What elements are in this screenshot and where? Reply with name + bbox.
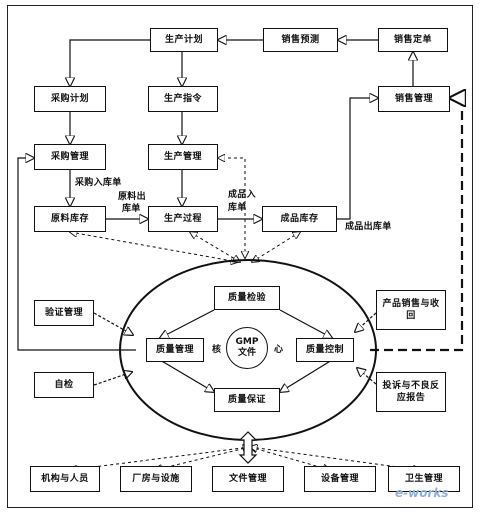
node-self-inspection: 自检 [34, 372, 94, 398]
label-raw-out-2: 库单 [122, 204, 141, 214]
node-quality-assurance: 质量保证 [214, 388, 280, 412]
node-complaint-report: 投诉与不良反应报告 [376, 372, 446, 412]
node-doc-mgmt: 文件管理 [212, 466, 284, 492]
label-finished-out: 成品出库单 [345, 222, 392, 232]
edge-selfcheck [93, 372, 132, 386]
node-product-recall: 产品销售与收回 [376, 290, 446, 330]
node-production-order: 生产指令 [148, 86, 218, 112]
node-plant-facilities: 厂房与设施 [120, 466, 192, 492]
node-validation-mgmt: 验证管理 [34, 300, 94, 326]
gmp-doc-label: 文件 [237, 348, 256, 358]
edge-plan-to-purchaseplan [70, 39, 150, 86]
node-sales-forecast: 销售预测 [263, 28, 338, 52]
edge-process-to-core [190, 232, 240, 262]
watermark-logo: e-works [395, 486, 449, 500]
node-sales-mgmt: 销售管理 [378, 86, 450, 112]
node-finished-inventory: 成品库存 [262, 206, 337, 232]
core-label-left: 核 [212, 345, 222, 355]
edge-left-bus [17, 158, 136, 351]
gmp-label: GMP [235, 337, 259, 347]
node-production-plan: 生产计划 [150, 28, 218, 52]
node-quality-control: 质量控制 [296, 338, 354, 362]
edge-raw-to-core [70, 232, 238, 262]
diagram-frame [7, 5, 473, 508]
gmp-core-circle: GMP 文件 [226, 327, 268, 369]
edge-bold-dashed-loop [370, 98, 462, 352]
double-arrow [238, 431, 258, 464]
edge-complaint [357, 368, 377, 385]
node-org-personnel: 机构与人员 [30, 466, 100, 492]
edge-finished-to-salesmgmt [337, 98, 378, 220]
node-sales-order: 销售定单 [378, 28, 448, 52]
label-purchase-in: 采购入库单 [75, 178, 122, 188]
node-production-mgmt: 生产管理 [148, 144, 218, 170]
node-production-process: 生产过程 [148, 206, 218, 232]
label-finished-in-1: 成品入 [228, 190, 256, 200]
edge-validation [93, 312, 133, 335]
node-quality-mgmt: 质量管理 [146, 338, 204, 362]
label-finished-in-2: 库单 [228, 203, 247, 213]
node-purchase-mgmt: 采购管理 [34, 144, 106, 170]
core-label-right: 心 [274, 345, 284, 355]
node-quality-inspection: 质量检验 [214, 286, 280, 310]
node-raw-inventory: 原料库存 [34, 206, 106, 232]
node-equipment-mgmt: 设备管理 [304, 466, 376, 492]
edge-finished-to-core [252, 232, 300, 262]
node-purchase-plan: 采购计划 [34, 86, 106, 112]
node-hygiene-mgmt: 卫生管理 [388, 466, 460, 492]
label-raw-out-1: 原料出 [118, 192, 146, 202]
